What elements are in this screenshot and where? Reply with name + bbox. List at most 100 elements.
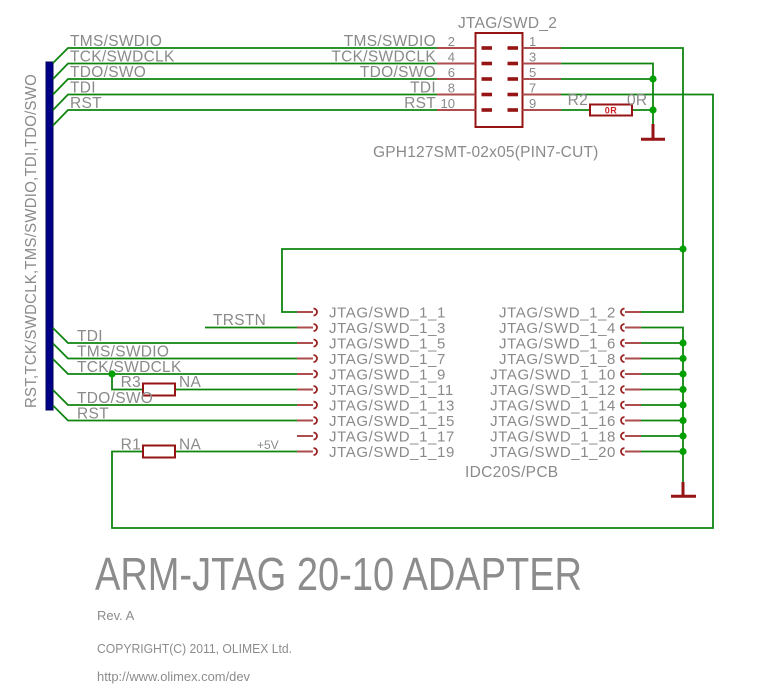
pin-number-left: 10 xyxy=(441,96,455,111)
wire-rst-top xyxy=(52,109,437,127)
idc-pin-arc xyxy=(620,447,625,456)
resistor-r3-name: R3 xyxy=(121,374,141,391)
pad-right-2 xyxy=(507,77,518,81)
idc-pin-arc xyxy=(313,385,318,394)
jtag-swd-2-name: JTAG/SWD_2 xyxy=(458,15,557,32)
idc-pin-label-left-4: JTAG/SWD_1_9 xyxy=(329,367,446,384)
resistor-r2-name: R2 xyxy=(568,92,588,109)
pin-number-left: 6 xyxy=(448,65,455,80)
idc-pin-arc xyxy=(620,385,625,394)
wire-tdo-top xyxy=(52,78,437,96)
wire-vtref-idc1 xyxy=(281,248,683,313)
wire-tms-bot xyxy=(52,342,297,360)
resistor-r2: R2 0R 0R xyxy=(568,92,647,117)
idc-pin-label-right-6: JTAG/SWD_1_14 xyxy=(490,398,616,415)
idc-pin-arc xyxy=(620,431,625,441)
doc-url: http://www.olimex.com/dev xyxy=(97,669,250,684)
pin-number-left: 8 xyxy=(448,81,455,96)
net-label-trstn: TRSTN xyxy=(213,312,266,329)
pad-right-4 xyxy=(507,108,518,112)
net-labels: TRSTN TDI TMS/SWDIO TCK/SWDCLK TDO/SWO R… xyxy=(77,312,279,452)
pad-right-0 xyxy=(507,46,518,50)
pin-number-left: 4 xyxy=(448,50,455,65)
wire-rst-bot xyxy=(52,404,297,422)
idc-pin-arc xyxy=(313,447,318,456)
wire-tck-r3 xyxy=(111,374,143,391)
doc-title: ARM-JTAG 20-10 ADAPTER xyxy=(95,548,582,600)
idc-pin-arc xyxy=(620,369,625,379)
idc-pin-label-left-5: JTAG/SWD_1_11 xyxy=(329,382,454,399)
idc-pin-arc xyxy=(620,323,625,332)
net-label-rst-bottom: RST xyxy=(77,406,109,423)
net-label-bus-1: TCK/SWDCLK xyxy=(70,49,175,66)
idc-pin-arc xyxy=(313,416,318,425)
junction-dot xyxy=(679,370,687,378)
net-label-5v: +5V xyxy=(257,438,279,452)
net-label-bus-2: TDO/SWO xyxy=(70,64,146,81)
idc-pin-arc xyxy=(313,354,318,363)
idc-pin-arc xyxy=(620,307,625,317)
idc-pin-label-left-6: JTAG/SWD_1_13 xyxy=(329,398,455,415)
wire-idc4-gnd xyxy=(641,326,684,482)
idc-pin-label-right-2: JTAG/SWD_1_6 xyxy=(499,336,616,353)
idc-pin-arc xyxy=(313,400,318,410)
pad-left-4 xyxy=(481,108,492,112)
wires xyxy=(52,47,714,529)
idc-pin-arc xyxy=(620,338,625,348)
pad-left-0 xyxy=(481,46,492,50)
junction-dot xyxy=(649,106,657,114)
resistor-r2-value: 0R xyxy=(627,92,647,109)
idc-pin-arc xyxy=(620,354,625,363)
net-label-pin-4: RST xyxy=(404,95,436,112)
idc-pin-arc xyxy=(620,416,625,425)
pad-left-2 xyxy=(481,77,492,81)
net-label-pin-3: TDI xyxy=(410,80,436,97)
bus-bar: RST,TCK/SWDCLK,TMS/SWDIO,TDI,TDO/SWO xyxy=(23,61,54,411)
junction-dots xyxy=(108,75,687,456)
idc-pin-label-right-8: JTAG/SWD_1_18 xyxy=(490,429,616,446)
idc-pin-label-right-9: JTAG/SWD_1_20 xyxy=(490,444,616,461)
idc-pin-arc xyxy=(313,323,318,332)
idc-pin-label-right-4: JTAG/SWD_1_10 xyxy=(490,367,616,384)
net-label-bus-3: TDI xyxy=(70,80,96,97)
idc-pin-label-right-1: JTAG/SWD_1_4 xyxy=(499,320,616,337)
gnd-symbol-top xyxy=(641,124,665,141)
net-label-tck-bottom: TCK/SWDCLK xyxy=(77,359,182,376)
idc-pin-label-left-1: JTAG/SWD_1_3 xyxy=(329,320,446,337)
pad-right-1 xyxy=(507,61,518,66)
junction-dot xyxy=(679,447,687,456)
net-label-tdi-bottom: TDI xyxy=(77,328,103,345)
pad-left-1 xyxy=(481,61,492,66)
idc-pin-arc xyxy=(313,338,318,348)
wire-tdi-top xyxy=(52,93,437,111)
doc-revision: Rev. A xyxy=(97,608,135,623)
pin-number-right: 3 xyxy=(529,50,536,65)
doc-copyright: COPYRIGHT(C) 2011, OLIMEX Ltd. xyxy=(97,641,292,656)
idc-pin-label-right-7: JTAG/SWD_1_16 xyxy=(490,413,616,430)
net-label-pin-0: TMS/SWDIO xyxy=(344,33,436,50)
wire-pin1-vtref xyxy=(561,47,684,313)
idc-pin-label-left-8: JTAG/SWD_1_17 xyxy=(329,429,455,446)
idc-pin-label-left-7: JTAG/SWD_1_15 xyxy=(329,413,455,430)
wire-tdi-bot xyxy=(52,327,297,344)
net-label-pin-1: TCK/SWDCLK xyxy=(331,49,436,66)
wire-tms-top xyxy=(52,47,437,64)
junction-dot xyxy=(679,401,687,409)
idc-pin-label-right-5: JTAG/SWD_1_12 xyxy=(490,382,616,399)
wire-tdo-bot xyxy=(52,389,297,406)
wire-pin7-5v xyxy=(111,93,714,529)
wire-tck-bot xyxy=(52,358,297,375)
idc-pin-label-left-9: JTAG/SWD_1_19 xyxy=(329,444,455,461)
pad-right-3 xyxy=(507,92,518,97)
junction-dot xyxy=(679,354,687,363)
resistor-r1: R1 NA xyxy=(121,437,201,459)
junction-dot xyxy=(679,432,687,440)
resistor-r3: R3 NA xyxy=(121,374,201,397)
resistor-r3-value: NA xyxy=(179,374,201,391)
title-block: ARM-JTAG 20-10 ADAPTER Rev. A COPYRIGHT(… xyxy=(95,548,582,684)
idc-name: IDC20S/PCB xyxy=(465,464,558,481)
wire-pin3-gnd xyxy=(561,62,654,124)
